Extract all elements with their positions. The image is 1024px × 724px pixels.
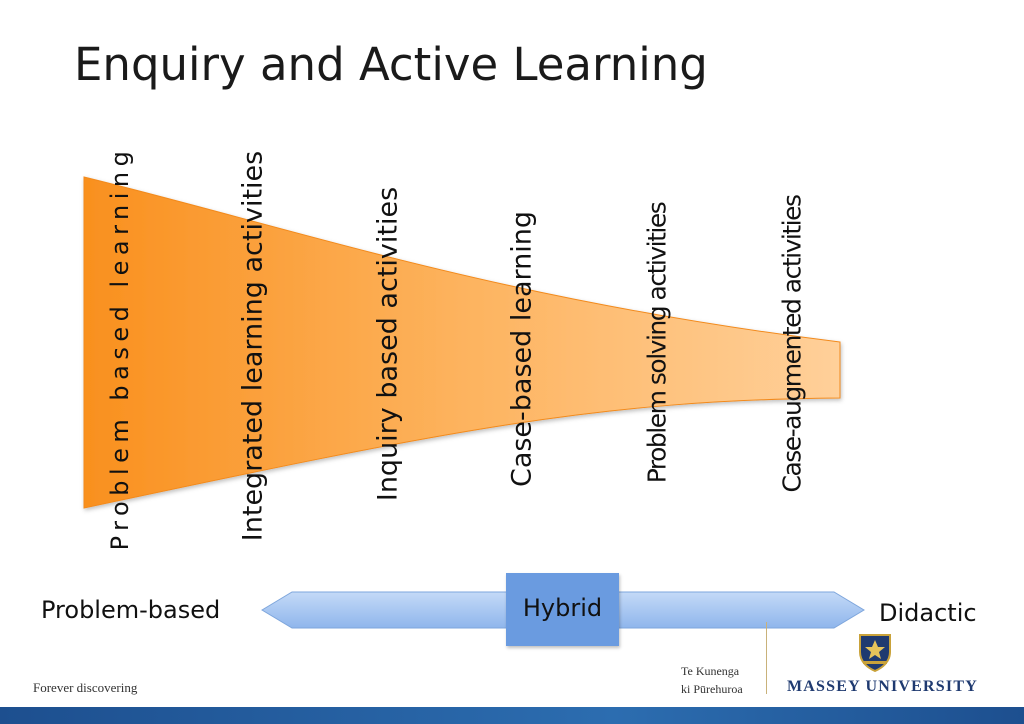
maori-line-2: ki Pūrehuroa — [681, 682, 743, 696]
problem-based-label: Problem-based — [41, 596, 221, 624]
university-crest-icon — [859, 634, 891, 672]
hybrid-box — [506, 573, 619, 646]
university-name: MASSEY UNIVERSITY — [787, 678, 978, 695]
hybrid-label: Hybrid — [522, 594, 603, 622]
maori-line-1: Te Kunenga — [681, 664, 740, 678]
slide-title: Enquiry and Active Learning — [74, 38, 708, 91]
footer-divider — [766, 622, 767, 694]
maori-name: Te Kunenga ki Pūrehuroa — [681, 662, 743, 698]
footer-bar — [0, 707, 1024, 724]
footer-tagline: Forever discovering — [33, 680, 138, 695]
didactic-label: Didactic — [879, 599, 977, 627]
